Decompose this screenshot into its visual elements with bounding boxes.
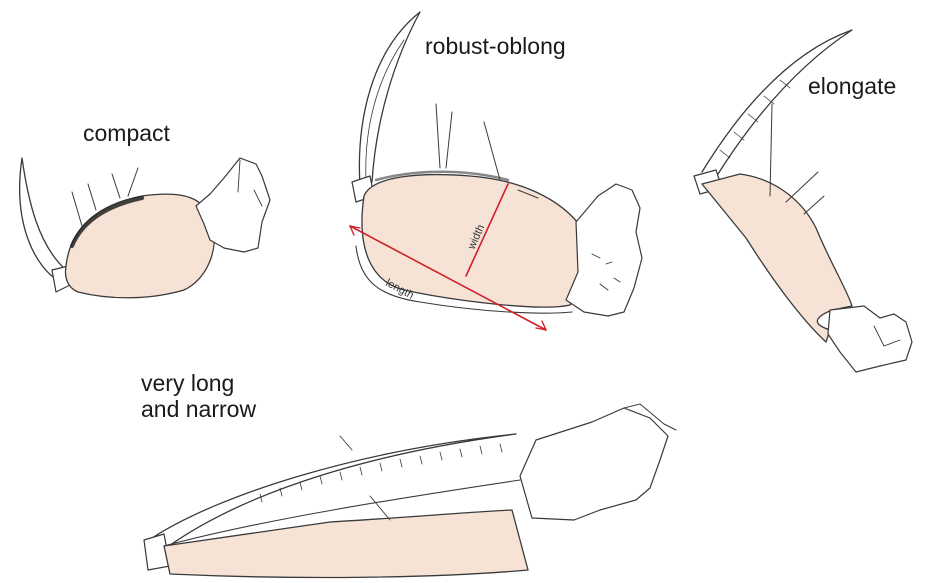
compact-propodus [66,194,215,298]
long-claw-comb [260,444,502,502]
very-long-narrow-label: very long and narrow [141,370,256,423]
robust-claw [359,12,420,186]
elongate-carpus [828,306,912,372]
very-long-label-line2: and narrow [141,396,256,422]
long-carpus [520,408,668,520]
robust-carpus [566,184,642,316]
compact-appendage [20,158,270,298]
long-propodus [164,510,528,577]
elongate-claw [702,30,852,174]
very-long-label-line1: very long [141,370,256,396]
elongate-label: elongate [808,73,896,99]
compact-claw [20,158,66,282]
robust-oblong-label: robust-oblong [425,33,566,59]
robust-oblong-appendage: width length [350,12,642,330]
very-long-appendage [144,404,676,577]
compact-label: compact [83,120,170,146]
